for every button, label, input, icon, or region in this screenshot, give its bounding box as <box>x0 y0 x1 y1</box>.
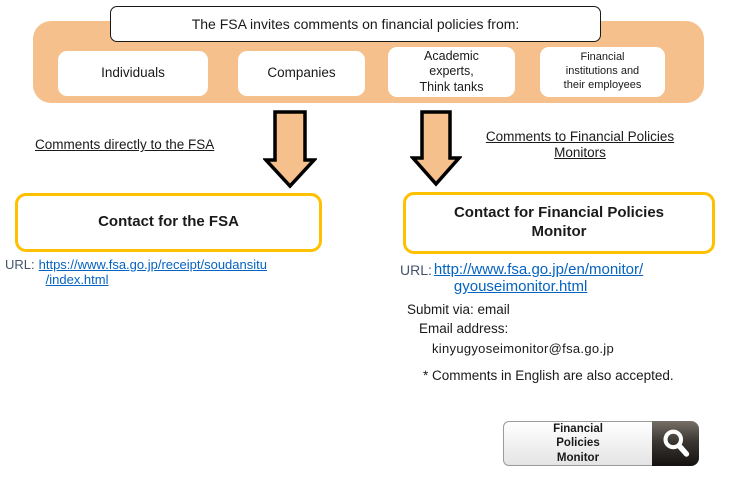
contact-box-monitor: Contact for Financial Policies Monitor <box>403 192 715 254</box>
right-url-links: http://www.fsa.go.jp/en/monitor/ gyousei… <box>434 261 643 295</box>
banner-title-text: The FSA invites comments on financial po… <box>191 16 520 32</box>
right-channel-heading: Comments to Financial Policies Monitors <box>485 129 675 161</box>
group-label: Academic experts, Think tanks <box>419 48 484 94</box>
url-label: URL: <box>5 257 35 272</box>
banner-title: The FSA invites comments on financial po… <box>110 6 601 42</box>
submit-via-text: Submit via: email <box>407 302 510 317</box>
down-arrow-shape <box>410 110 462 187</box>
left-url-block: URL: https://www.fsa.go.jp/receipt/souda… <box>5 257 267 287</box>
group-box-financial-institutions: Financial institutions and their employe… <box>540 47 665 97</box>
fsa-receipt-link[interactable]: https://www.fsa.go.jp/receipt/soudansitu <box>38 257 267 272</box>
financial-policies-monitor-search-button[interactable]: Financial Policies Monitor <box>503 421 699 466</box>
left-url-links: https://www.fsa.go.jp/receipt/soudansitu… <box>39 257 267 287</box>
monitor-link-line2[interactable]: gyouseimonitor.html <box>453 278 588 295</box>
monitor-link[interactable]: http://www.fsa.go.jp/en/monitor/ <box>433 261 644 278</box>
group-label: Companies <box>267 65 336 81</box>
contact-box-fsa-label: Contact for the FSA <box>98 213 239 231</box>
search-button-label-text: Financial Policies Monitor <box>553 423 603 464</box>
group-label: Individuals <box>101 65 165 81</box>
group-label: Financial institutions and their employe… <box>563 51 642 91</box>
search-button-label: Financial Policies Monitor <box>503 421 652 466</box>
contact-box-fsa: Contact for the FSA <box>15 193 322 252</box>
english-accepted-note: * Comments in English are also accepted. <box>423 368 674 383</box>
email-address-value: kinyugyoseimonitor@fsa.go.jp <box>432 341 615 356</box>
fsa-receipt-link-line2[interactable]: /index.html <box>45 272 109 287</box>
search-icon-box <box>652 421 699 466</box>
contact-box-monitor-label: Contact for Financial Policies Monitor <box>453 204 665 240</box>
down-arrow-icon <box>410 110 462 187</box>
left-channel-heading: Comments directly to the FSA <box>35 137 215 152</box>
magnifier-icon <box>663 429 689 457</box>
group-box-academic-experts: Academic experts, Think tanks <box>388 47 515 97</box>
url-label: URL: <box>400 262 432 278</box>
group-box-individuals: Individuals <box>58 51 208 96</box>
down-arrow-icon <box>263 110 317 189</box>
group-box-companies: Companies <box>238 51 365 96</box>
right-url-block: URL: http://www.fsa.go.jp/en/monitor/ gy… <box>400 261 643 295</box>
down-arrow-shape <box>263 110 317 189</box>
email-address-label: Email address: <box>419 321 509 336</box>
